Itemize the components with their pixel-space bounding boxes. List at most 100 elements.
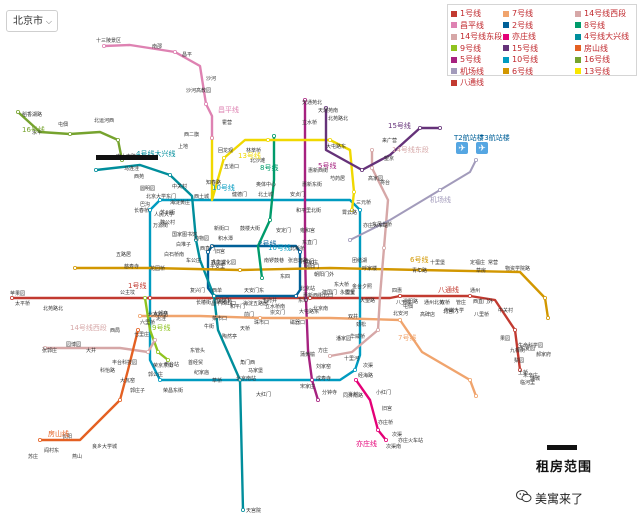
station-label[interactable]: 崇文门 xyxy=(270,309,285,316)
station-dot[interactable] xyxy=(375,327,380,332)
station-dot[interactable] xyxy=(152,337,157,342)
station-label[interactable]: 高碑店 xyxy=(420,311,435,318)
station-label[interactable]: 亦庄文化园 xyxy=(211,259,236,266)
station-dot[interactable] xyxy=(437,187,442,192)
station-label[interactable]: 草房 xyxy=(476,267,486,274)
station-label[interactable]: 北京大学东门 xyxy=(146,193,176,200)
station-dot[interactable] xyxy=(417,267,422,272)
station-dot[interactable] xyxy=(172,50,177,55)
station-label[interactable]: 马家堡 xyxy=(248,367,263,374)
station-dot[interactable] xyxy=(369,147,374,152)
station-label[interactable]: 十里堡 xyxy=(430,259,445,266)
station-dot[interactable] xyxy=(211,293,216,298)
station-label[interactable]: 沙河 xyxy=(206,75,216,82)
station-label[interactable]: 张郭庄 xyxy=(42,347,57,354)
station-label[interactable]: 东大桥 xyxy=(334,281,349,288)
station-label[interactable]: 白堆子 xyxy=(176,241,191,248)
station-dot[interactable] xyxy=(209,135,214,140)
station-dot[interactable] xyxy=(309,377,314,382)
station-label[interactable]: 天通苑 xyxy=(217,298,232,305)
station-label[interactable]: 次渠南 xyxy=(386,443,401,450)
station-label[interactable]: 郝家府 xyxy=(536,351,551,358)
station-label[interactable]: 苏州街 xyxy=(160,209,175,216)
station-label[interactable]: 成寿寺 xyxy=(316,375,331,382)
station-label[interactable]: 惠新东街 xyxy=(302,181,322,188)
station-dot[interactable] xyxy=(205,249,210,254)
station-dot[interactable] xyxy=(142,295,147,300)
station-dot[interactable] xyxy=(94,167,99,172)
station-dot[interactable] xyxy=(116,137,121,142)
station-label[interactable]: 陶然亭 xyxy=(222,333,237,340)
station-label[interactable]: 巩华城 xyxy=(211,259,226,266)
station-label[interactable]: 立水桥 xyxy=(302,119,317,126)
station-label[interactable]: 通州北苑 xyxy=(424,299,444,306)
station-label[interactable]: 宋家庄 xyxy=(303,259,318,266)
station-label[interactable]: 天通苑南 xyxy=(318,107,338,114)
station-label[interactable]: 大望路 xyxy=(360,297,375,304)
station-label[interactable]: 巴沟 xyxy=(140,201,150,208)
station-label[interactable]: 七里庄 xyxy=(134,331,149,338)
station-label[interactable]: 肖村 xyxy=(348,391,358,398)
station-label[interactable]: 万源街 xyxy=(153,222,168,229)
station-label[interactable]: 国家图书馆 xyxy=(172,231,197,238)
station-label[interactable]: 惠新西街北口 xyxy=(303,292,333,299)
station-dot[interactable] xyxy=(303,297,308,302)
station-dot[interactable] xyxy=(349,207,354,212)
station-label[interactable]: 呼家楼 xyxy=(362,265,377,272)
station-label[interactable]: 八王坟 xyxy=(396,299,411,306)
station-label[interactable]: 中关村 xyxy=(498,307,513,314)
station-dot[interactable] xyxy=(257,315,262,320)
station-label[interactable]: 九棵树 xyxy=(510,347,525,354)
station-label[interactable]: 良乡大学城 xyxy=(92,443,117,450)
station-dot[interactable] xyxy=(546,315,551,320)
station-label[interactable]: 西单 xyxy=(212,287,222,294)
station-label[interactable]: 燕山 xyxy=(72,453,82,460)
station-dot[interactable] xyxy=(293,293,298,298)
station-label[interactable]: 西二旗 xyxy=(184,131,199,138)
station-label[interactable]: 青年路 xyxy=(412,267,427,274)
station-label[interactable]: 沙河高教园 xyxy=(186,87,211,94)
station-label[interactable]: 次渠 xyxy=(363,362,373,369)
station-dot[interactable] xyxy=(383,437,388,442)
station-dot[interactable] xyxy=(265,137,270,142)
station-label[interactable]: 屯佃 xyxy=(403,303,413,310)
station-label[interactable]: 西苑 xyxy=(134,173,144,180)
station-label[interactable]: 安贞门 xyxy=(290,191,305,198)
station-label[interactable]: 荣昌东街 xyxy=(163,387,183,394)
station-label[interactable]: 生命科学园 xyxy=(518,342,543,349)
station-label[interactable]: 园博园 xyxy=(66,341,81,348)
station-dot[interactable] xyxy=(375,427,380,432)
station-label[interactable]: 健德门 xyxy=(232,191,247,198)
station-label[interactable]: 动物园 xyxy=(194,235,209,242)
station-label[interactable]: 国贸 xyxy=(345,289,355,296)
station-dot[interactable] xyxy=(137,313,142,318)
station-label[interactable]: 花园桥 xyxy=(150,265,165,272)
station-label[interactable]: 小红门 xyxy=(376,389,391,396)
station-dot[interactable] xyxy=(209,243,214,248)
station-label[interactable]: 永安里 xyxy=(340,289,355,296)
station-label[interactable]: 金台夕照 xyxy=(352,283,372,290)
chevron-down-icon[interactable]: ⌵ xyxy=(45,17,52,26)
station-label[interactable]: 海淀黄庄 xyxy=(170,199,190,206)
station-dot[interactable] xyxy=(297,249,302,254)
station-label[interactable]: 北沙滩 xyxy=(250,157,265,164)
station-dot[interactable] xyxy=(135,327,140,332)
station-dot[interactable] xyxy=(437,126,442,131)
station-label[interactable]: 东单 xyxy=(298,297,308,304)
station-label[interactable]: 郭庄子 xyxy=(130,387,145,394)
station-label[interactable]: 立水桥南 xyxy=(265,303,285,310)
station-label[interactable]: 奥体中心 xyxy=(256,181,276,188)
station-label[interactable]: 新街口 xyxy=(214,225,229,232)
station-dot[interactable] xyxy=(315,397,320,402)
station-dot[interactable] xyxy=(15,110,20,115)
station-label[interactable]: 和平里北街 xyxy=(296,207,321,214)
station-dot[interactable] xyxy=(38,437,43,442)
station-dot[interactable] xyxy=(237,267,242,272)
station-dot[interactable] xyxy=(307,295,312,300)
station-label[interactable]: 定福庄 xyxy=(470,259,485,266)
station-label[interactable]: 管庄 xyxy=(456,299,466,306)
station-label[interactable]: 科怡路 xyxy=(100,367,115,374)
station-label[interactable]: 南邵 xyxy=(152,43,162,50)
station-label[interactable]: 人民大学 xyxy=(154,211,174,218)
station-dot[interactable] xyxy=(513,327,518,332)
